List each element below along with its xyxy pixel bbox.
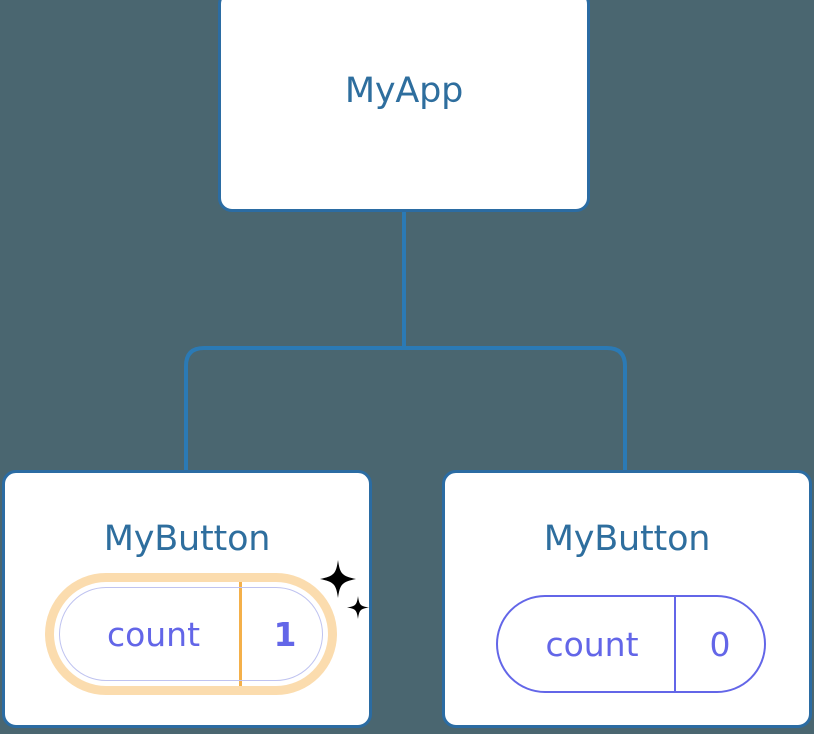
- prop-value-right: 0: [709, 624, 731, 664]
- pill-divider-left: [239, 582, 242, 686]
- prop-key-right: count: [545, 624, 639, 664]
- node-mybutton-left[interactable]: MyButton count 1: [2, 470, 372, 728]
- prop-key-left: count: [106, 614, 201, 654]
- node-mybutton-right[interactable]: MyButton count 0: [442, 470, 812, 728]
- node-title-myapp: MyApp: [344, 71, 464, 111]
- prop-pill-plain[interactable]: count 0: [496, 595, 766, 693]
- node-title-mybutton-left: MyButton: [103, 519, 271, 559]
- edge-branch-bar: [184, 346, 627, 470]
- node-myapp[interactable]: MyApp: [218, 0, 590, 212]
- prop-pill-highlighted[interactable]: count 1: [45, 573, 337, 695]
- prop-value-left: 1: [273, 614, 297, 654]
- pill-divider-right: [674, 597, 676, 691]
- node-title-mybutton-right: MyButton: [543, 519, 711, 559]
- pill-body: count 1: [54, 582, 328, 686]
